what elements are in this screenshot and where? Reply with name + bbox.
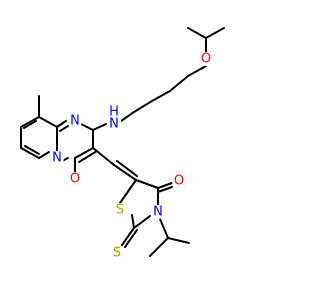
bond bbox=[120, 111, 135, 122]
bond bbox=[59, 125, 69, 132]
bond bbox=[131, 214, 135, 229]
atom-labels: O H N N N O S bbox=[50, 52, 213, 261]
bridgehead-nitrogen-atom: N bbox=[50, 151, 64, 166]
atom-symbol: O bbox=[174, 174, 184, 189]
bond bbox=[38, 151, 50, 159]
bond bbox=[157, 186, 173, 193]
amine-nitrogen-atom: H N bbox=[107, 105, 121, 132]
atom-symbol: N bbox=[70, 114, 80, 129]
bond bbox=[38, 116, 58, 128]
bond bbox=[80, 123, 94, 131]
bond bbox=[119, 179, 137, 204]
atom-symbol: S bbox=[113, 246, 121, 261]
bond bbox=[24, 145, 40, 155]
bond bbox=[74, 147, 94, 159]
bond bbox=[133, 100, 153, 113]
bond bbox=[159, 218, 169, 239]
bond bbox=[124, 229, 138, 248]
bond bbox=[167, 237, 190, 244]
bond bbox=[157, 182, 173, 189]
bond bbox=[23, 120, 37, 129]
atom-symbol: O bbox=[70, 172, 80, 187]
bond bbox=[92, 147, 115, 166]
bonds bbox=[20, 27, 225, 257]
atom-symbol: N bbox=[153, 205, 163, 220]
bond bbox=[20, 116, 40, 128]
bond bbox=[149, 237, 169, 257]
ring-nitrogen-atom: N bbox=[68, 114, 82, 129]
bond bbox=[187, 27, 207, 39]
bond bbox=[121, 227, 135, 246]
bond bbox=[205, 27, 225, 39]
ketone-oxygen-atom: O bbox=[172, 174, 186, 189]
structure-canvas: O H N N N O S bbox=[20, 27, 225, 261]
bond bbox=[135, 179, 159, 189]
thione-sulfur-atom: S bbox=[110, 246, 124, 261]
bond bbox=[187, 65, 207, 77]
ether-oxygen-atom: O bbox=[199, 52, 213, 67]
bond bbox=[169, 75, 189, 92]
bond bbox=[116, 160, 138, 177]
bond bbox=[92, 123, 107, 131]
bond bbox=[56, 120, 67, 128]
atom-symbol: N bbox=[109, 117, 119, 132]
molecule-structure: O H N N N O S bbox=[20, 27, 225, 261]
bond bbox=[20, 147, 40, 159]
thiazolidine-nitrogen-atom: N bbox=[151, 205, 165, 220]
bond bbox=[78, 150, 98, 163]
bond bbox=[151, 90, 171, 102]
atom-symbol: N bbox=[52, 151, 62, 166]
atom-symbol: S bbox=[116, 203, 124, 218]
bond bbox=[113, 164, 137, 181]
ring-sulfur-atom: S bbox=[113, 203, 127, 218]
atom-symbol: O bbox=[201, 52, 211, 67]
hydrogen-label: H bbox=[109, 105, 119, 120]
bond bbox=[133, 215, 151, 229]
carbonyl-oxygen-atom: O bbox=[68, 172, 82, 187]
